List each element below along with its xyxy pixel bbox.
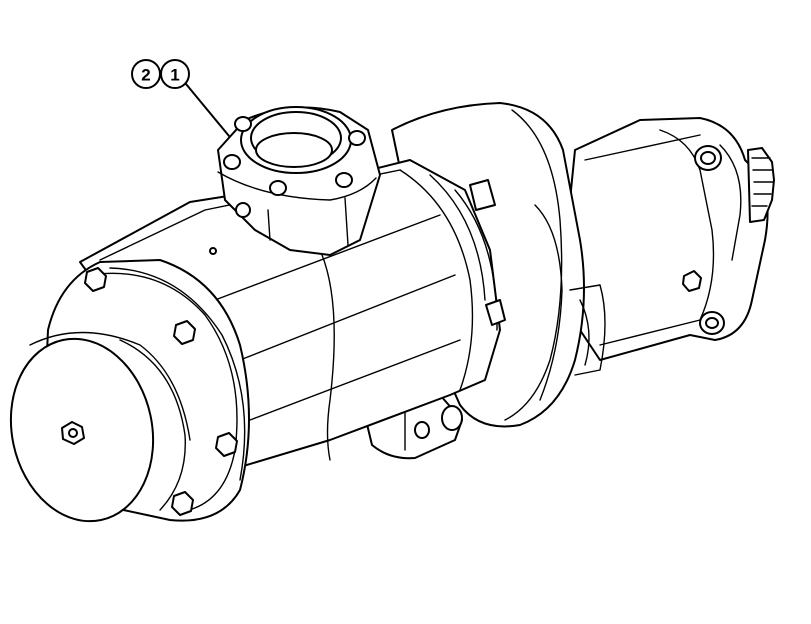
callout-label-2: 2 <box>141 66 150 85</box>
callout-label-1: 1 <box>170 66 179 85</box>
drive-housing <box>559 117 775 361</box>
solenoid-flange <box>217 106 381 256</box>
dome-cover <box>9 331 191 523</box>
callout-leader-line <box>185 83 230 137</box>
callout-bubble-1: 1 <box>160 59 190 89</box>
callout-bubble-2: 2 <box>131 59 161 89</box>
